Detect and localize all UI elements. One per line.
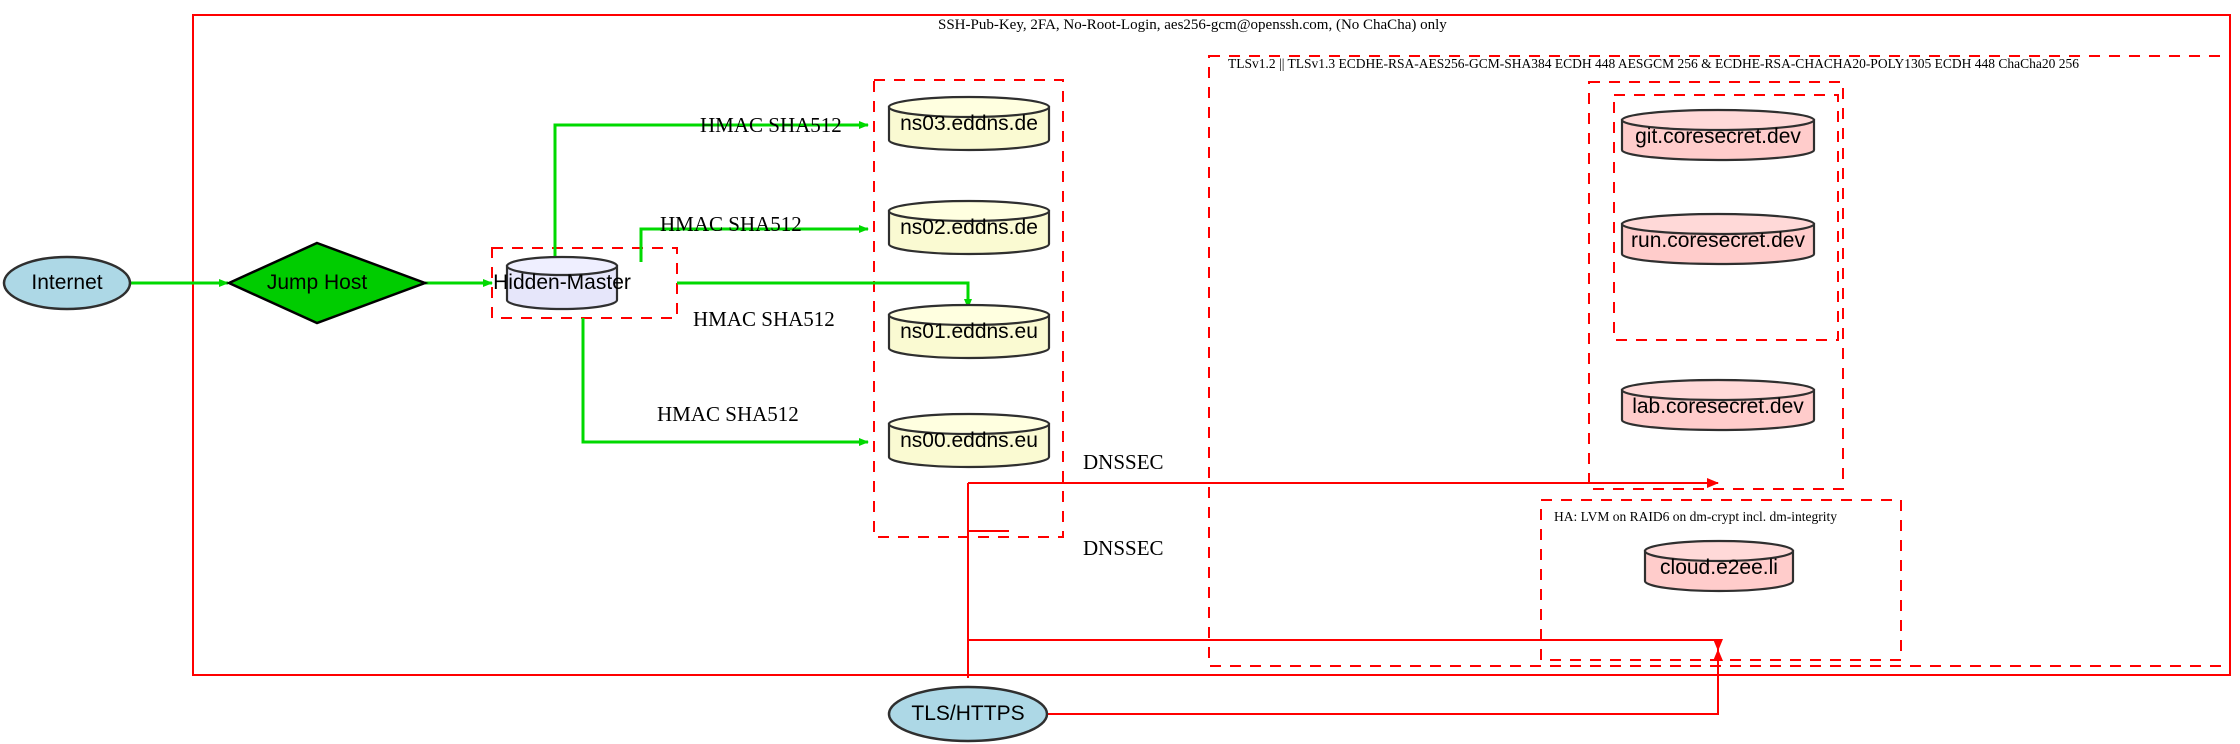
node-ns02-shape[interactable] <box>887 199 1051 256</box>
edge-label-dnssec-top: DNSSEC <box>1083 450 1164 474</box>
group-label-tls-boundary: TLSv1.2 || TLSv1.3 ECDHE-RSA-AES256-GCM-… <box>1228 56 2079 71</box>
node-cloud-shape[interactable] <box>1643 539 1795 593</box>
edge-dnssec-top-riser <box>967 483 1718 641</box>
edge-label-hmac-ns00: HMAC SHA512 <box>657 402 799 426</box>
group-label-ha-boundary: HA: LVM on RAID6 on dm-crypt incl. dm-in… <box>1554 509 1837 524</box>
edge-hiddenmaster-ns00 <box>581 318 869 446</box>
edge-label-hmac-ns03: HMAC SHA512 <box>700 113 842 137</box>
edge-tlshttps-up <box>967 530 1009 678</box>
outer-ssh-boundary-rect <box>192 14 2231 676</box>
node-tls-https-shape[interactable] <box>887 685 1049 743</box>
node-git-shape[interactable] <box>1620 108 1816 162</box>
coresecret-boundary-rect <box>1588 81 1844 490</box>
edge-hiddenmaster-ns01 <box>677 281 972 309</box>
coresecret-inner-boundary-rect <box>1613 94 1839 341</box>
node-hidden-master-shape[interactable] <box>505 255 619 311</box>
edge-hiddenmaster-ns02 <box>639 225 869 262</box>
edge-tlshttps-right <box>1047 649 1723 715</box>
node-run-shape[interactable] <box>1620 212 1816 266</box>
node-lab-shape[interactable] <box>1620 378 1816 432</box>
group-label-outer-ssh-boundary: SSH-Pub-Key, 2FA, No-Root-Login, aes256-… <box>938 17 1447 33</box>
node-ns01-shape[interactable] <box>887 303 1051 360</box>
node-jump-host-shape[interactable] <box>225 241 429 325</box>
node-ns03-shape[interactable] <box>887 95 1051 152</box>
edge-label-hmac-ns02: HMAC SHA512 <box>660 212 802 236</box>
edge-label-hmac-ns01: HMAC SHA512 <box>693 307 835 331</box>
tls-boundary-rect <box>1208 55 2231 667</box>
node-internet-shape[interactable] <box>2 255 132 311</box>
node-ns00-shape[interactable] <box>887 412 1051 469</box>
edge-label-dnssec-bottom: DNSSEC <box>1083 536 1164 560</box>
edge-hiddenmaster-ns03 <box>553 121 869 262</box>
